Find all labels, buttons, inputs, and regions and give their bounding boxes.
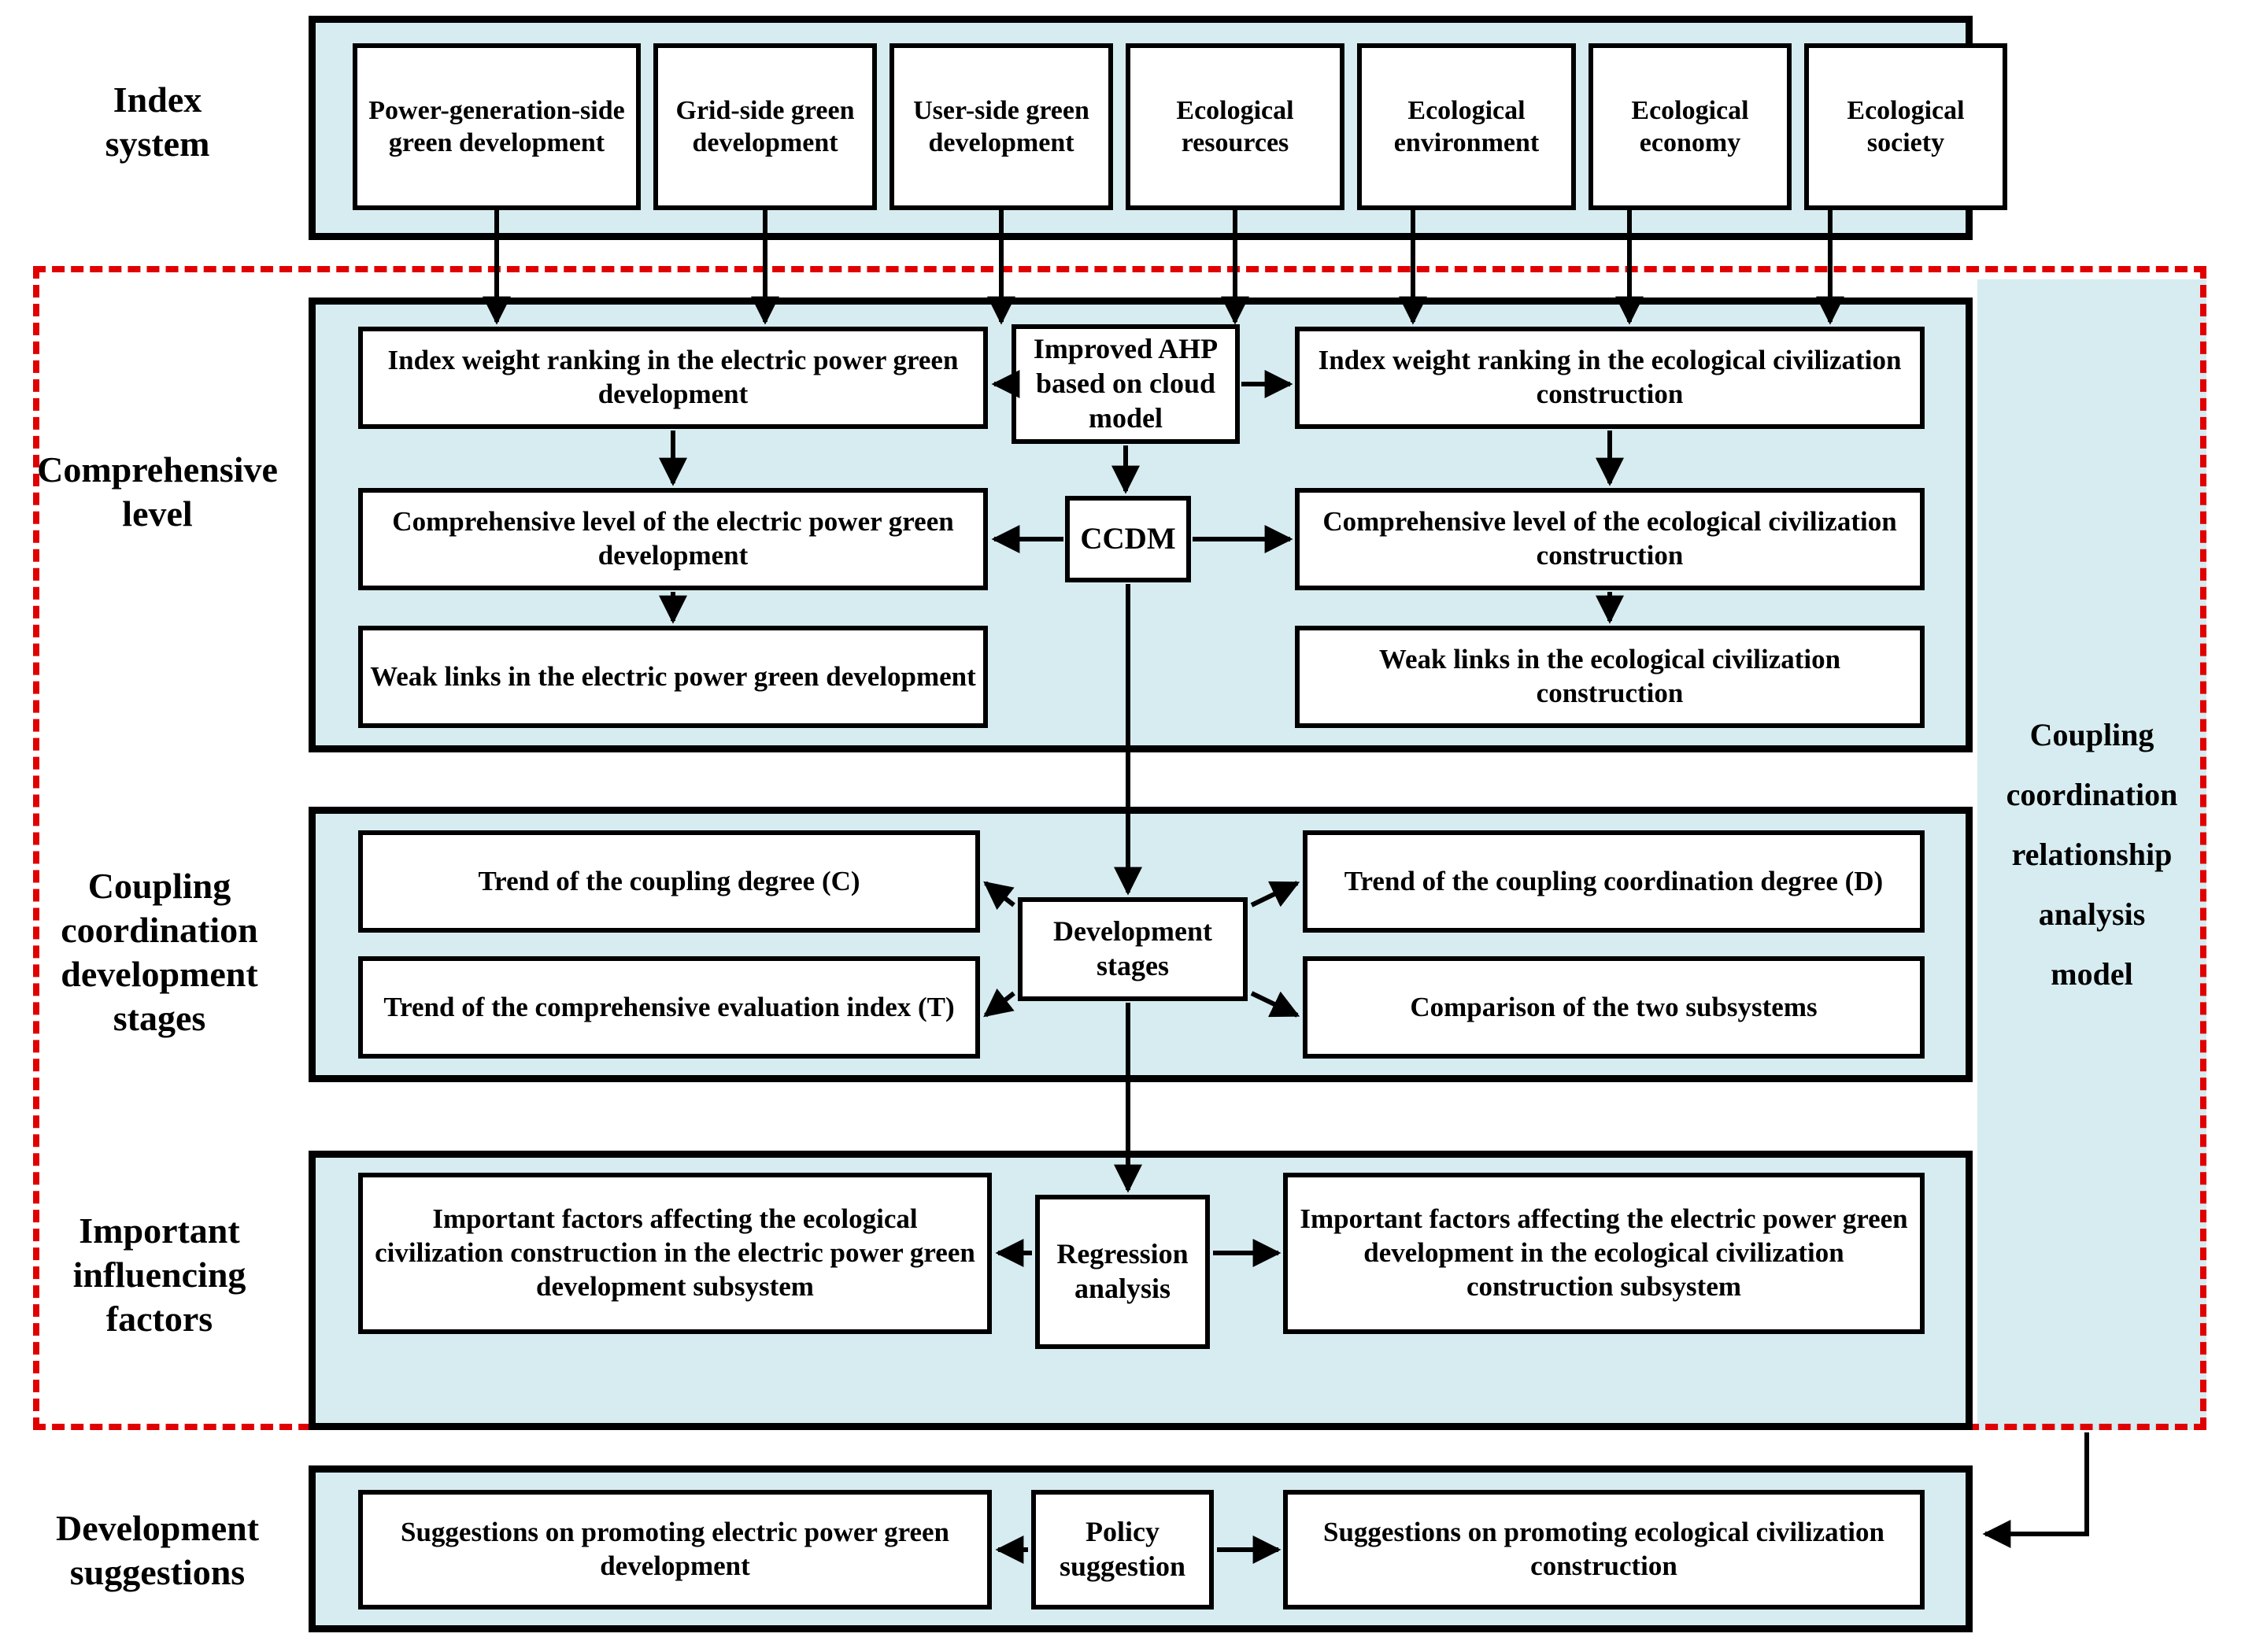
row-label-index-system: Index system [105,79,210,164]
index-box-power-generation-side[interactable]: Power-generation-side green development [353,43,641,210]
comp-left-comprehensive-level[interactable]: Comprehensive level of the electric powe… [358,488,988,590]
row-label-influencing-factors: Important influencing factors [72,1210,246,1340]
row-label-comprehensive-level: Comprehensive level [37,449,278,534]
index-box-ecological-society[interactable]: Ecological society [1804,43,2007,210]
suggestions-right-box[interactable]: Suggestions on promoting ecological civi… [1283,1490,1925,1609]
factors-right-box[interactable]: Important factors affecting the electric… [1283,1173,1925,1334]
coupling-right-comparison-subsystems[interactable]: Comparison of the two subsystems [1303,956,1925,1059]
suggestions-left-box[interactable]: Suggestions on promoting electric power … [358,1490,992,1609]
comp-right-index-weight-ranking[interactable]: Index weight ranking in the ecological c… [1295,327,1925,429]
coupling-left-trend-comprehensive-index[interactable]: Trend of the comprehensive evaluation in… [358,956,980,1059]
comp-right-weak-links[interactable]: Weak links in the ecological civilizatio… [1295,626,1925,728]
row-label-coupling-stages: Coupling coordination development stages [61,865,258,1039]
comp-right-comprehensive-level[interactable]: Comprehensive level of the ecological ci… [1295,488,1925,590]
index-box-ecological-environment[interactable]: Ecological environment [1357,43,1576,210]
row-label-development-suggestions: Development suggestions [55,1507,260,1592]
index-box-ecological-economy[interactable]: Ecological economy [1589,43,1792,210]
index-box-ecological-resources[interactable]: Ecological resources [1126,43,1344,210]
arrows-index-to-comprehensive [483,210,1844,325]
arrow-side-panel-to-suggestions [1982,1432,2089,1548]
comp-left-index-weight-ranking[interactable]: Index weight ranking in the electric pow… [358,327,988,429]
coupling-center-development-stages[interactable]: Development stages [1018,897,1248,1001]
arrows-development-stages-fanout [983,881,1300,1018]
comp-left-weak-links[interactable]: Weak links in the electric power green d… [358,626,988,728]
index-box-grid-side[interactable]: Grid-side green development [653,43,877,210]
coupling-right-trend-coordination-degree[interactable]: Trend of the coupling coordination degre… [1303,830,1925,933]
factors-center-regression-analysis[interactable]: Regression analysis [1035,1195,1210,1349]
side-panel-label: Coupling coordination relationship analy… [2006,717,2178,992]
comp-center-ccdm[interactable]: CCDM [1065,496,1191,582]
index-box-user-side[interactable]: User-side green development [889,43,1113,210]
side-panel-coupling-model: Coupling coordination relationship analy… [1977,279,2206,1430]
coupling-left-trend-coupling-degree[interactable]: Trend of the coupling degree (C) [358,830,980,933]
arrows-ahp-to-rankings [991,370,1293,494]
comp-center-improved-ahp[interactable]: Improved AHP based on cloud model [1012,324,1240,444]
factors-left-box[interactable]: Important factors affecting the ecologic… [358,1173,992,1334]
suggestions-center-policy[interactable]: Policy suggestion [1031,1490,1214,1609]
